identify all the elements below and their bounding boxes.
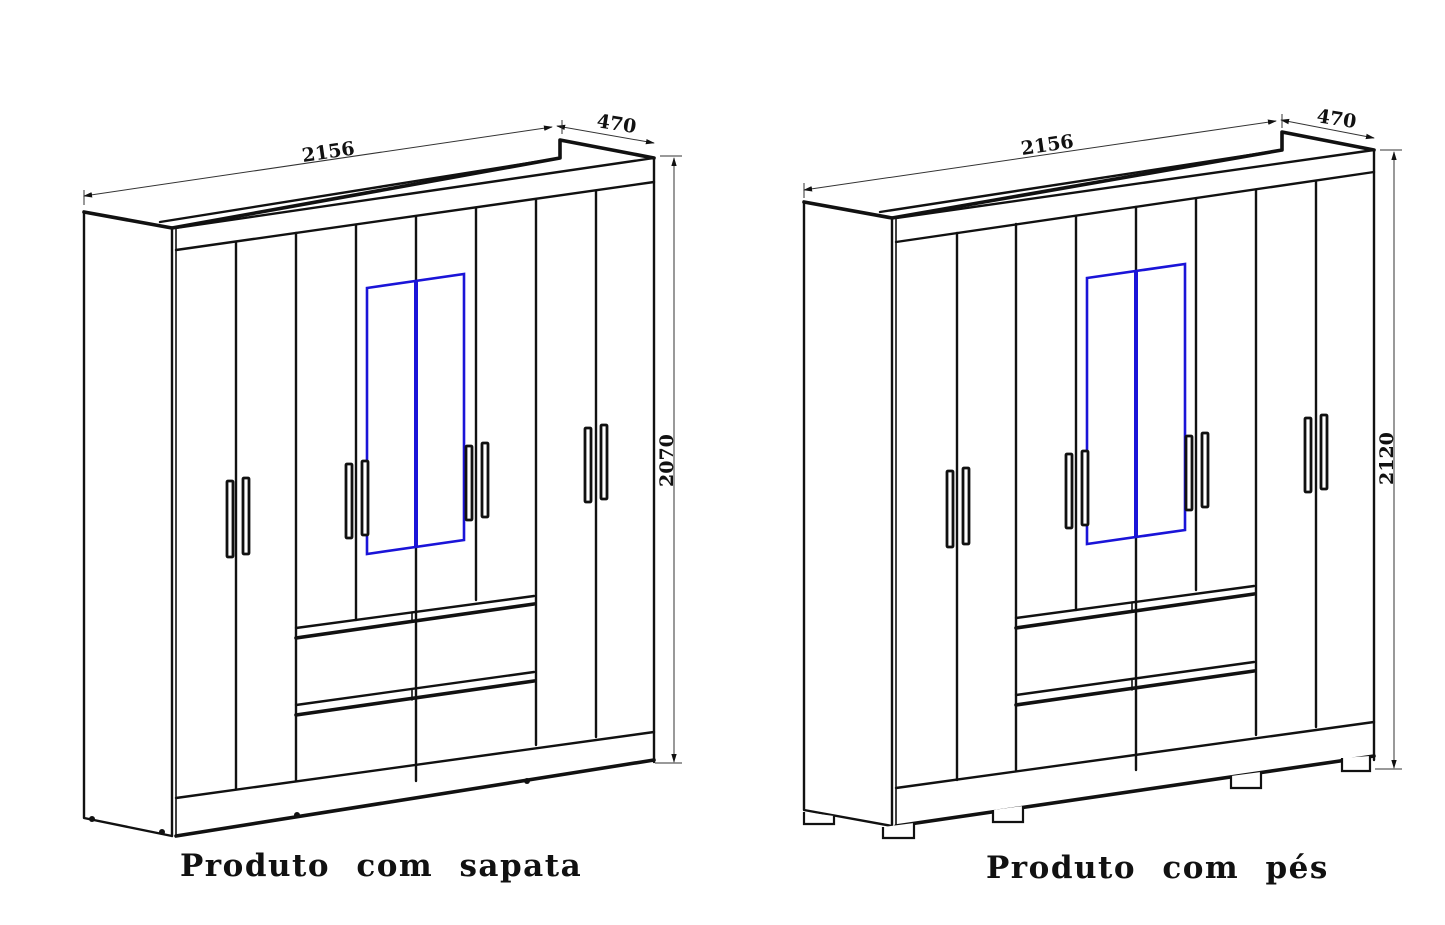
depth-dimension: 470 — [1280, 105, 1375, 140]
height-dimension: 2070 — [655, 155, 682, 764]
mirror — [1085, 262, 1187, 546]
wardrobe-pes: 2156 470 2120 — [802, 105, 1402, 840]
mirror — [365, 272, 466, 556]
width-label: 2156 — [301, 138, 357, 167]
caption-sapata: Produto com sapata — [180, 848, 583, 884]
drawers — [1014, 584, 1256, 707]
depth-dimension: 470 — [556, 110, 655, 145]
height-label: 2070 — [656, 434, 678, 487]
width-dimension: 2156 — [83, 125, 553, 205]
drawers — [294, 594, 536, 717]
door-handles — [225, 423, 609, 559]
height-dimension: 2120 — [1375, 149, 1402, 770]
width-label: 2156 — [1020, 131, 1076, 160]
feet — [802, 756, 1372, 840]
wardrobe-sapata: 2156 470 2070 — [82, 110, 682, 838]
width-dimension: 2156 — [803, 119, 1277, 198]
height-label: 2120 — [1376, 432, 1398, 485]
depth-label: 470 — [1315, 105, 1358, 133]
door-handles — [945, 413, 1329, 549]
caption-pes: Produto com pés — [986, 850, 1329, 886]
